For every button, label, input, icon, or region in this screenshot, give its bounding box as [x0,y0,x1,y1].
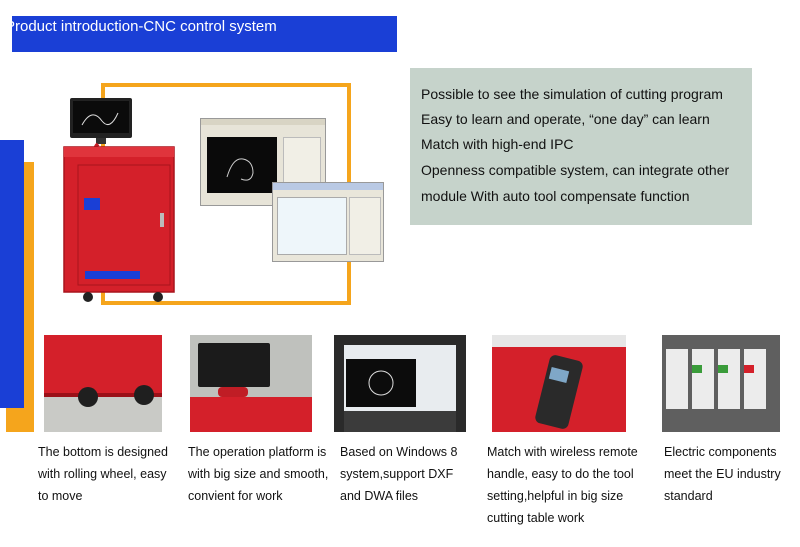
feature-line: module With auto tool compensate functio… [421,188,690,204]
caption-electric: Electric components meet the EU industry… [664,445,781,503]
feature-line: Easy to learn and operate, “one day” can… [421,111,710,127]
thumbnail-remote-handle [492,335,626,432]
caption-platform: The operation platform is with big size … [188,445,329,503]
software-screenshot-2 [272,182,384,262]
monitor-screen [73,101,129,133]
feature-line: Match with high-end IPC [421,136,574,152]
thumbnail-wheels [44,335,162,432]
thumbnail-platform [190,335,312,432]
caption-remote: Match with wireless remote handle, easy … [487,445,638,525]
caption-wheels: The bottom is designed with rolling whee… [38,445,168,503]
blue-accent-bar-front [0,140,24,408]
name-plate [85,271,140,279]
cabinet-body [63,146,175,293]
caption-windows: Based on Windows 8 system,support DXF an… [340,445,458,503]
page-title: Product introduction-CNC control system [5,18,277,35]
features-box: Possible to see the simulation of cuttin… [410,68,752,225]
title-bar [12,16,397,52]
feature-line: Possible to see the simulation of cuttin… [421,86,723,102]
logo-badge [84,198,100,210]
cnc-cabinet-image [63,98,175,302]
feature-line: Openness compatible system, can integrat… [421,162,730,178]
thumbnail-electric-components [662,335,780,432]
thumbnail-windows-screen [334,335,466,432]
